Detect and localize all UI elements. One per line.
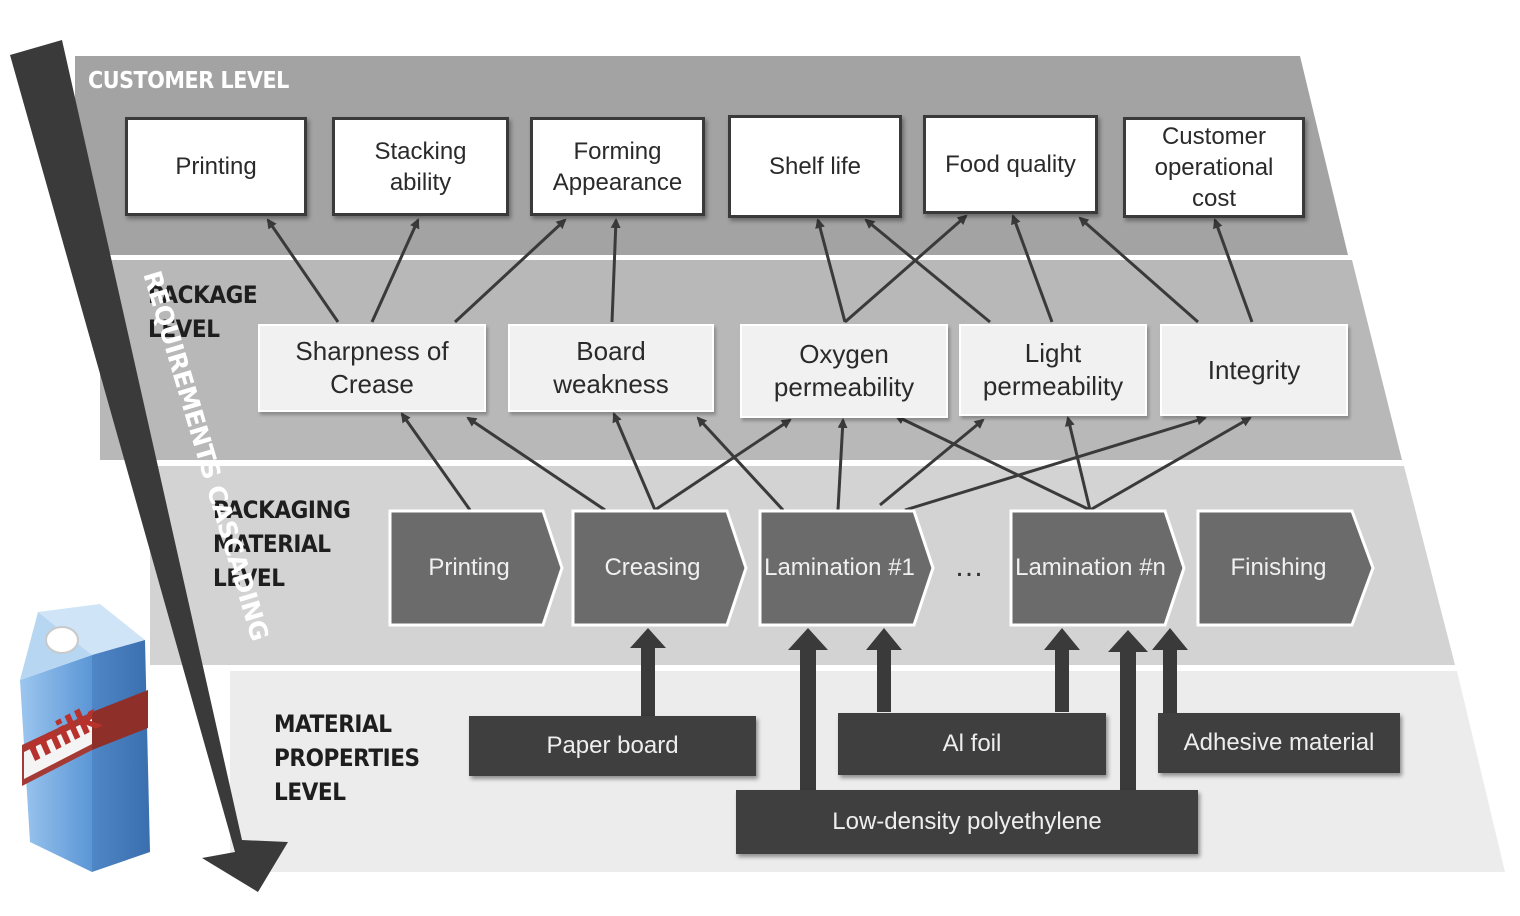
- process-to-package-arrows: [400, 412, 1252, 512]
- customer-item-label: Forming: [573, 137, 662, 165]
- package-item-label: Oxygen: [799, 339, 889, 369]
- customer-item-operational-cost: Customer operational cost: [1123, 117, 1305, 218]
- package-item-integrity: Integrity: [1160, 324, 1348, 416]
- customer-item-label: Appearance: [552, 168, 683, 196]
- package-item-label: Integrity: [1207, 354, 1301, 385]
- process-ellipsis: …: [954, 550, 986, 583]
- packaging-material-level-line-2: MATERIAL: [213, 530, 331, 558]
- packaging-material-level-line-1: PACKAGING: [213, 496, 351, 524]
- package-item-label: Light: [1024, 338, 1082, 368]
- package-level-line-1: PACKAGE: [148, 281, 258, 309]
- customer-item-stacking-ability: Stacking ability: [332, 117, 509, 216]
- process-chevron-lamination-n: [1009, 509, 1186, 627]
- process-step-printing: Printing: [428, 554, 510, 581]
- process-step-lamination-1: Lamination #1: [764, 554, 915, 581]
- package-to-customer-arrows: [266, 214, 1254, 324]
- customer-item-label: Customer: [1161, 123, 1266, 150]
- package-item-label: weakness: [553, 369, 669, 399]
- customer-level-text: CUSTOMER LEVEL: [88, 68, 289, 94]
- process-step-finishing: Finishing: [1230, 554, 1327, 581]
- customer-item-food-quality: Food quality: [923, 115, 1098, 214]
- material-to-process-arrows: [630, 628, 1188, 792]
- package-item-label: permeability: [982, 371, 1124, 401]
- material-low-density-polyethylene: Low-density polyethylene: [736, 790, 1198, 854]
- customer-item-label: operational: [1154, 154, 1274, 181]
- material-al-foil: Al foil: [838, 713, 1106, 775]
- material-properties-level-label: MATERIAL PROPERTIES LEVEL: [274, 707, 420, 809]
- package-level-label: PACKAGE LEVEL: [148, 278, 258, 346]
- process-chevron-printing: [388, 509, 564, 627]
- material-paper-board: Paper board: [469, 716, 756, 776]
- package-item-label: Board: [576, 336, 646, 366]
- package-level-line-2: LEVEL: [148, 315, 220, 343]
- packaging-material-level-line-3: LEVEL: [213, 564, 285, 592]
- customer-item-label: Stacking: [374, 137, 467, 165]
- customer-item-printing: Printing: [125, 117, 307, 216]
- material-properties-level-line-2: PROPERTIES: [274, 744, 420, 772]
- material-properties-level-line-1: MATERIAL: [274, 710, 392, 738]
- customer-level-label: CUSTOMER LEVEL: [88, 64, 289, 98]
- process-chevron-creasing: [571, 509, 748, 627]
- package-item-label: Crease: [330, 369, 414, 399]
- customer-item-label: Shelf life: [768, 153, 862, 180]
- material-properties-level-line-3: LEVEL: [274, 778, 346, 806]
- customer-item-shelf-life: Shelf life: [728, 115, 902, 218]
- process-step-lamination-n: Lamination #n: [1015, 554, 1166, 581]
- customer-item-label: Food quality: [945, 151, 1076, 178]
- process-chevron-finishing: [1196, 509, 1375, 627]
- package-item-label: permeability: [773, 372, 915, 402]
- package-item-label: Sharpness of: [295, 336, 449, 366]
- customer-item-label: cost: [1191, 185, 1236, 212]
- process-chevron-lamination-1: [758, 509, 935, 627]
- customer-item-label: ability: [389, 168, 452, 196]
- customer-item-label: Printing: [175, 153, 257, 180]
- packaging-material-level-label: PACKAGING MATERIAL LEVEL: [213, 493, 351, 595]
- material-adhesive: Adhesive material: [1158, 713, 1400, 773]
- process-step-creasing: Creasing: [604, 554, 701, 581]
